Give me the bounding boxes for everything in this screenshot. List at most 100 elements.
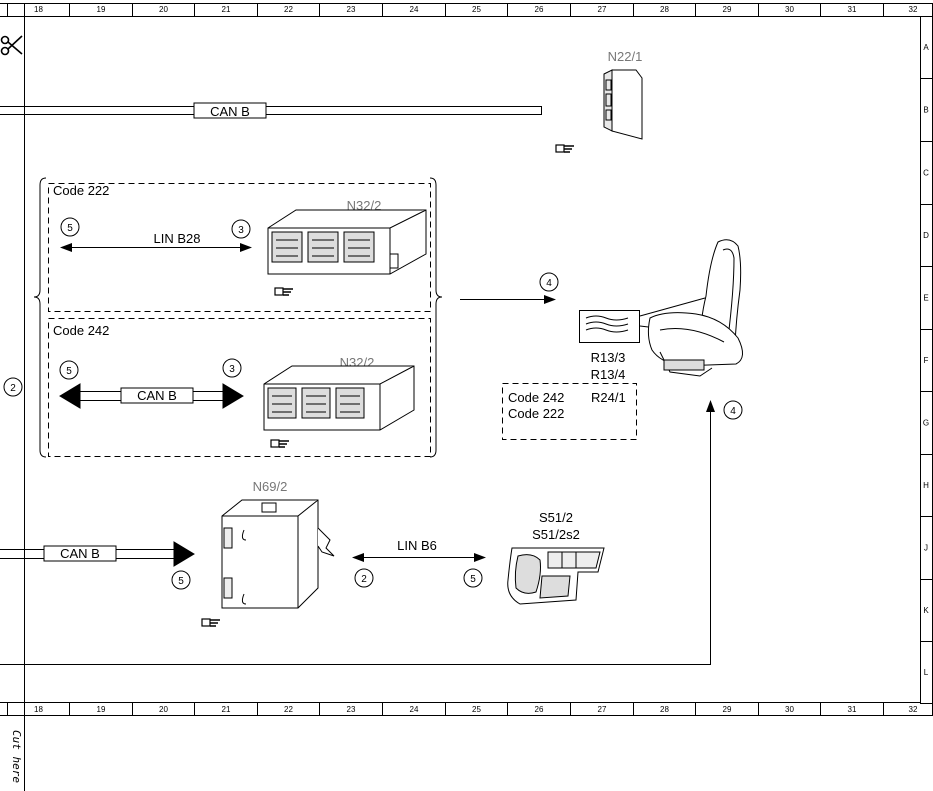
column-label: 26: [535, 5, 544, 14]
row-label: C: [923, 169, 929, 178]
r13-4-label: R13/4: [591, 367, 626, 382]
column-label: 23: [347, 705, 356, 714]
n32-2-top-module-icon: [267, 209, 427, 275]
marker-4b: [723, 400, 743, 420]
row-label: B: [923, 106, 928, 115]
scissors-icon: [0, 35, 23, 56]
marker-3a: [231, 219, 251, 239]
marker-5c: [171, 570, 191, 590]
legend-code242: Code 242: [508, 390, 564, 405]
marker-5b: [59, 360, 79, 380]
can-b-top-label: CAN B: [210, 104, 250, 119]
marker-4a-text: 4: [546, 278, 552, 289]
column-label: 32: [909, 705, 918, 714]
n69-2-module-icon: [221, 499, 335, 609]
column-label: 22: [284, 705, 293, 714]
lin-b6-label: LIN B6: [397, 538, 437, 553]
column-labels: 1818191920202121222223232424252526262727…: [34, 5, 918, 714]
row-label: D: [923, 231, 929, 240]
hand-pointer-icon: [274, 287, 293, 296]
column-tick-marks: [7, 3, 884, 716]
marker-5a-text: 5: [67, 223, 73, 234]
marker-2-left-text: 2: [10, 383, 16, 394]
column-label: 20: [159, 705, 168, 714]
column-label: 25: [472, 5, 481, 14]
arrow-to-seat: [460, 295, 556, 304]
column-label: 22: [284, 5, 293, 14]
code-242-label: Code 242: [53, 323, 109, 338]
row-label: E: [923, 294, 928, 303]
lin-b28-arrow: [60, 243, 252, 252]
row-label: K: [923, 606, 929, 615]
marker-3a-text: 3: [238, 225, 244, 236]
column-label: 24: [410, 705, 419, 714]
r13-3-label: R13/3: [591, 350, 626, 365]
arrow-up-to-seat: [706, 400, 715, 664]
marker-3b: [222, 358, 242, 378]
marker-2c-text: 2: [361, 574, 367, 585]
code-222-box: [48, 183, 431, 312]
marker-5d-text: 5: [470, 574, 476, 585]
can-b-code242-label: CAN B: [137, 388, 177, 403]
n69-2-label: N69/2: [253, 479, 288, 494]
can-b-bottom-bus: [0, 541, 195, 567]
lin-b28-label: LIN B28: [154, 231, 201, 246]
row-tick-marks: [920, 16, 933, 704]
code-242-box: [48, 318, 431, 457]
column-label: 31: [848, 705, 857, 714]
column-label: 23: [347, 5, 356, 14]
column-label: 27: [598, 705, 607, 714]
hand-pointer-icon: [270, 439, 289, 448]
marker-5c-text: 5: [178, 576, 184, 587]
can-b-bottom-label: CAN B: [60, 546, 100, 561]
marker-5d: [463, 568, 483, 588]
column-label: 21: [222, 5, 231, 14]
code-brace: [33, 177, 443, 458]
row-label: F: [924, 356, 929, 365]
marker-4a: [539, 272, 559, 292]
n22-1-label: N22/1: [608, 49, 643, 64]
can-b-code242-arrow: [59, 383, 244, 409]
column-label: 31: [848, 5, 857, 14]
column-label: 21: [222, 705, 231, 714]
column-label: 28: [660, 705, 669, 714]
column-label: 18: [34, 705, 43, 714]
column-label: 19: [97, 705, 106, 714]
column-label: 24: [410, 5, 419, 14]
column-label: 32: [909, 5, 918, 14]
n32-2-bottom-module-icon: [263, 365, 415, 431]
column-label: 30: [785, 5, 794, 14]
column-label: 28: [660, 5, 669, 14]
column-label: 26: [535, 705, 544, 714]
seat-icon: [647, 239, 743, 377]
hand-pointer-icon: [201, 618, 220, 627]
can-b-top-bus: [0, 102, 542, 119]
row-label: L: [924, 668, 929, 677]
column-label: 29: [723, 5, 732, 14]
legend-code222: Code 222: [508, 406, 564, 421]
marker-2-left: [3, 377, 23, 397]
marker-5b-text: 5: [66, 366, 72, 377]
s51-2s2-label: S51/2s2: [532, 527, 580, 542]
r24-1-label: R24/1: [591, 390, 626, 405]
column-label: 18: [34, 5, 43, 14]
code-legend-box: [502, 383, 637, 440]
column-label: 30: [785, 705, 794, 714]
row-label: A: [923, 43, 929, 52]
marker-2c: [354, 568, 374, 588]
code-222-label: Code 222: [53, 183, 109, 198]
s51-2-label: S51/2: [539, 510, 573, 525]
row-label: J: [924, 544, 928, 553]
seat-switch-icon: [507, 547, 605, 605]
marker-3b-text: 3: [229, 364, 235, 375]
column-label: 29: [723, 705, 732, 714]
column-label: 19: [97, 5, 106, 14]
n32-2-top-label: N32/2: [347, 198, 382, 213]
column-label: 20: [159, 5, 168, 14]
row-label: G: [923, 419, 929, 428]
n22-1-module-icon: [603, 69, 643, 140]
cut-here-text: Cut here: [10, 730, 23, 783]
column-label: 25: [472, 705, 481, 714]
